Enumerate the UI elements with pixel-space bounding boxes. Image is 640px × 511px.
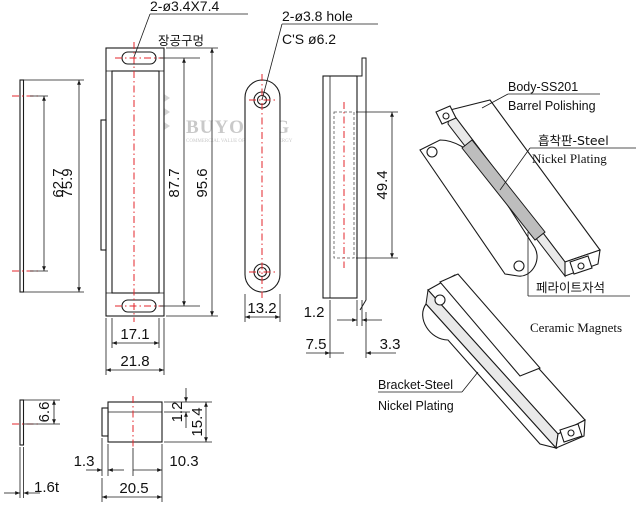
iso-plate-hole-bottom	[513, 260, 525, 272]
slot-spec-note: 2-ø3.4X7.4	[150, 0, 219, 14]
bracket-view: 2-ø3.8 hole C'S ø6.2 13.2	[244, 8, 378, 322]
callouts: Body-SS201 Barrel Polishing 흡착판-Steel Ni…	[378, 80, 636, 413]
callout-magnet-material: Ceramic Magnets	[530, 320, 622, 335]
isometric-assembled	[419, 99, 601, 278]
callout-plate-korean: 흡착판-Steel	[538, 133, 609, 148]
iso2-bracket	[422, 303, 558, 449]
dim-95-6: 95.6	[194, 168, 211, 197]
callout-body-finish: Barrel Polishing	[508, 99, 596, 113]
front-body-inner	[111, 70, 160, 294]
dim-7-5: 7.5	[306, 336, 327, 353]
side-view: 62.7 75.9	[12, 79, 84, 293]
callout-body-material: Body-SS201	[508, 80, 578, 94]
dim-15-4: 15.4	[189, 407, 206, 436]
iso2-tab-hole	[567, 429, 575, 437]
dim-13-2: 13.2	[247, 300, 276, 317]
dim-20-5: 20.5	[119, 480, 148, 497]
callout-plate-finish: Nickel Plating	[532, 151, 607, 166]
profile-bracket-flange	[357, 57, 367, 311]
bottom-side-view: 6.6 1.6t	[4, 399, 60, 498]
profile-body	[322, 75, 358, 299]
dim-21-8: 21.8	[120, 353, 149, 370]
callout-bracket-finish: Nickel Plating	[378, 399, 454, 413]
iso2-hole	[434, 294, 446, 306]
iso-bracket-plate	[419, 139, 538, 277]
dim-6-6: 6.6	[36, 402, 53, 423]
side-plate	[19, 79, 25, 293]
dim-3-3: 3.3	[380, 336, 401, 353]
iso-magnet-plate	[461, 139, 546, 241]
iso-tab-hole	[577, 262, 585, 270]
dim-bottom-1-2: 1.2	[169, 402, 186, 423]
dim-87-7: 87.7	[166, 168, 183, 197]
front-view: 2-ø3.4X7.4 장공구멍 87.7 95.6 17.1 21.8	[100, 0, 248, 375]
callout-magnet-korean: 페라이트자석	[536, 280, 605, 295]
dim-49-4: 49.4	[374, 170, 391, 199]
dim-17-1: 17.1	[120, 326, 149, 343]
bottom-body	[107, 401, 163, 443]
countersink-note: C'S ø6.2	[282, 31, 336, 47]
bottom-front-view: 1.2 15.4 1.3 10.3 20.5	[74, 388, 212, 502]
bottom-side-plate	[19, 399, 25, 446]
dim-75-9: 75.9	[59, 168, 76, 197]
dim-1-2: 1.2	[304, 304, 325, 321]
bottom-tab	[101, 407, 109, 437]
slot-korean-note: 장공구멍	[158, 33, 204, 48]
front-side-tab	[100, 119, 107, 251]
iso-plate-hole-top	[426, 146, 438, 158]
dim-1-3: 1.3	[74, 453, 95, 470]
profile-view: 49.4 1.2 7.5 3.3	[304, 57, 401, 358]
isometric-exploded	[422, 273, 586, 450]
dim-62-7: 62.7	[50, 168, 67, 197]
callout-bracket-material: Bracket-Steel	[378, 378, 453, 392]
hole-spec-note: 2-ø3.8 hole	[282, 8, 353, 24]
dim-1-6t: 1.6t	[34, 479, 60, 496]
dim-10-3: 10.3	[169, 453, 198, 470]
watermark-tagline: COMMERCIAL VALUE OF CREATION ENERGY	[186, 139, 293, 144]
